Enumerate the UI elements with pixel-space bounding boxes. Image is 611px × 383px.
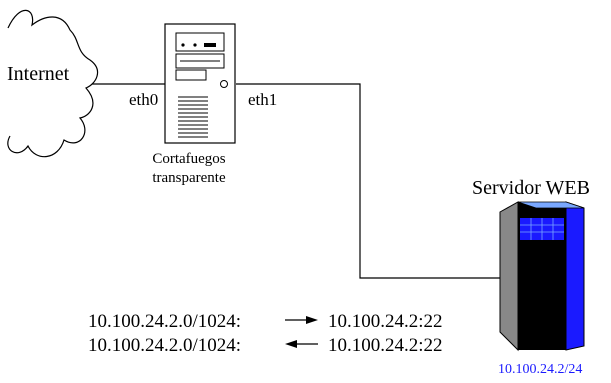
- rule-source: 10.100.24.2.0/1024:: [88, 335, 242, 356]
- firewall-caption: Cortafuegos transparente: [137, 150, 241, 188]
- arrow-right-icon: [285, 316, 318, 324]
- link-firewall-server: [236, 83, 500, 279]
- rule-destination: 10.100.24.2:22: [328, 335, 443, 356]
- eth0-label: eth0: [129, 90, 159, 109]
- internet-label: Internet: [7, 63, 70, 85]
- web-server-icon: [499, 201, 585, 352]
- rule-source: 10.100.24.2.0/1024:: [88, 311, 242, 332]
- server-title: Servidor WEB: [472, 177, 590, 199]
- server-ip: 10.100.24.2/24: [498, 362, 583, 377]
- firewall-caption-line1: Cortafuegos: [152, 151, 226, 167]
- rule-destination: 10.100.24.2:22: [328, 311, 443, 332]
- firewall-tower-icon: [164, 23, 236, 144]
- firewall-caption-line2: transparente: [152, 170, 226, 186]
- internet-cloud: [7, 9, 99, 158]
- eth1-label: eth1: [248, 90, 278, 109]
- arrow-left-icon: [285, 340, 318, 348]
